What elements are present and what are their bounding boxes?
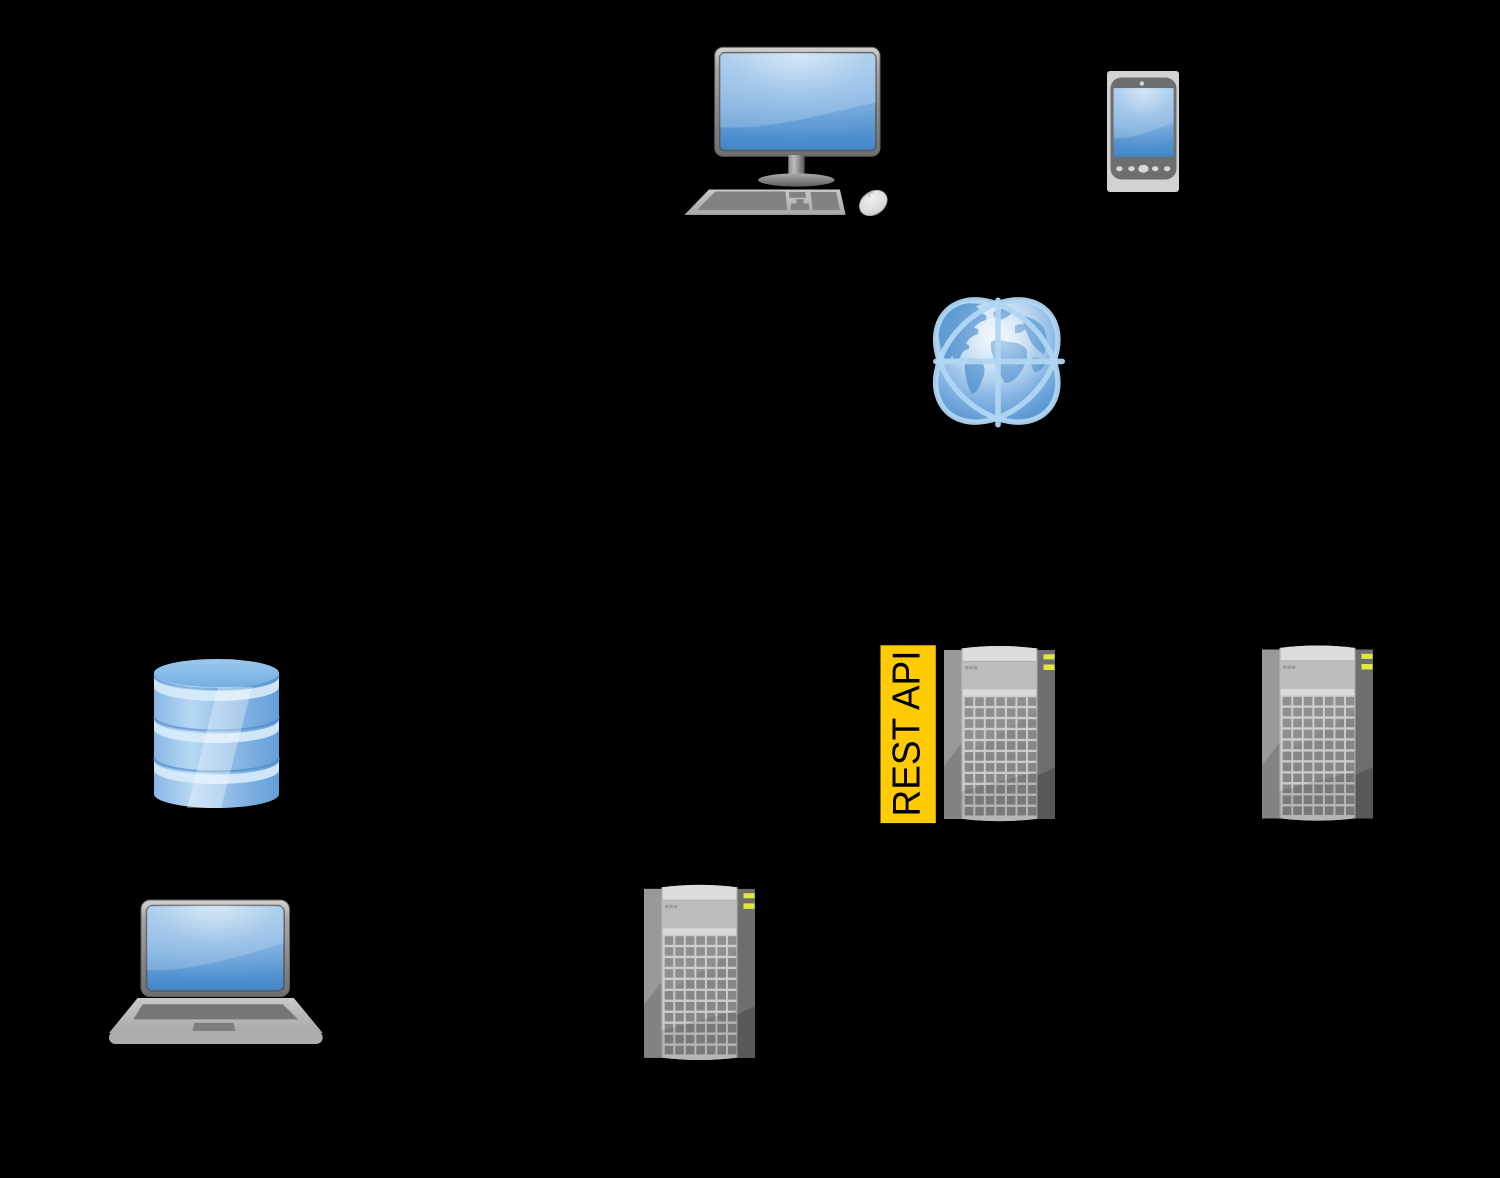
svg-text:REST API: REST API bbox=[886, 651, 929, 817]
